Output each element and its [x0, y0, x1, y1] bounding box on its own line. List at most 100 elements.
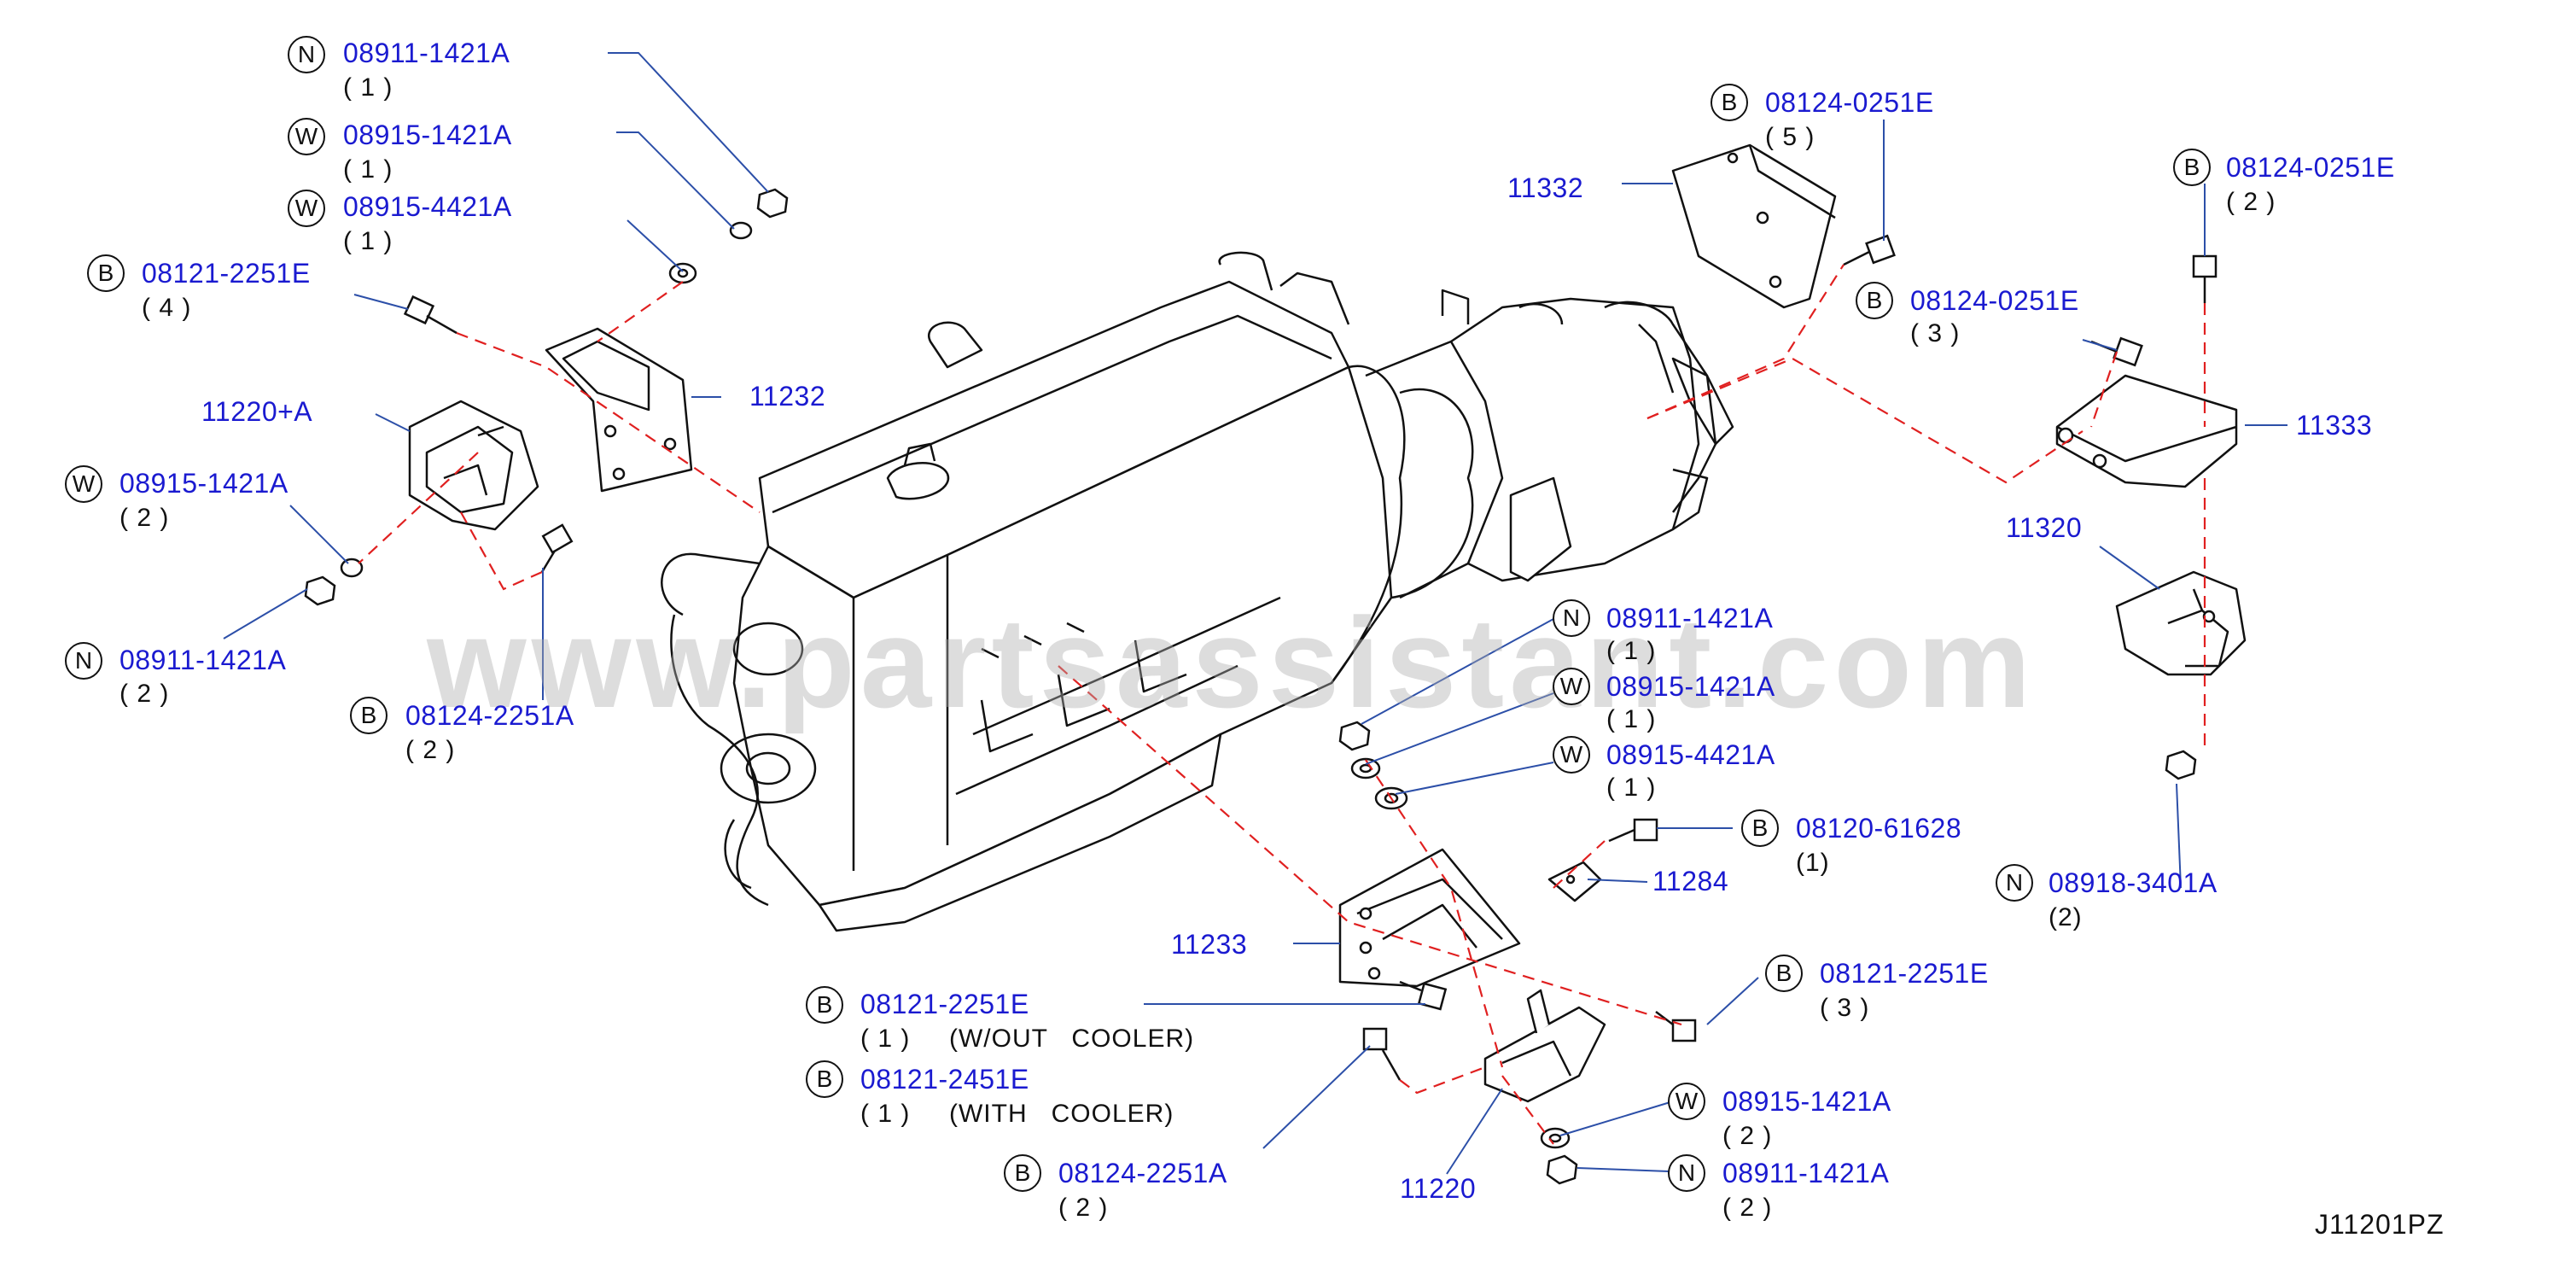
quantity: ( 1 ) — [343, 73, 393, 102]
bolt-symbol-icon: B — [1004, 1154, 1041, 1192]
watermark: www.partsassistant.com — [427, 591, 2037, 734]
quantity: ( 5 ) — [1765, 123, 1815, 151]
cooler-note: (W/OUT COOLER) — [949, 1025, 1195, 1053]
part-number: 08124-0251E — [1765, 87, 1934, 118]
part-number: 08911-1421A — [343, 38, 510, 68]
part-number: 08911-1421A — [119, 645, 287, 675]
bolt-symbol-icon: B — [806, 986, 843, 1024]
bolt-symbol-icon: B — [806, 1060, 843, 1098]
bolt-08124-0251E-5 — [1843, 234, 1896, 266]
nut-08911-1421A-top — [756, 188, 789, 219]
quantity: ( 2 ) — [2226, 188, 2276, 216]
insulator-11220A — [408, 400, 539, 531]
quantity: ( 2 ) — [119, 504, 170, 532]
part-number: 08121-2251E — [860, 989, 1029, 1019]
insulator-11320 — [2115, 570, 2247, 676]
part-number: 08124-2251A — [1058, 1158, 1227, 1188]
bolt-symbol-icon: B — [2173, 149, 2211, 186]
washer-08915-1421A-top — [729, 221, 753, 240]
part-number: 08124-0251E — [1910, 285, 2079, 316]
quantity: ( 2 ) — [1722, 1194, 1773, 1222]
bolt-08121-2251E-3 — [1655, 1011, 1697, 1042]
part-label-11220: 11220 — [1400, 1173, 1477, 1204]
bracket-11333 — [2055, 374, 2238, 488]
bolt-symbol-icon: B — [1711, 84, 1748, 121]
bolt-08121-2251E-left — [403, 295, 458, 335]
part-number: 08915-4421A — [343, 191, 512, 222]
part-label-11220A: 11220+A — [201, 396, 313, 427]
nut-symbol-icon: N — [1996, 864, 2033, 902]
leader-lines — [223, 52, 2288, 1175]
quantity: ( 1 ) — [1606, 774, 1657, 802]
quantity: ( 3 ) — [1820, 994, 1870, 1022]
part-label-11284: 11284 — [1652, 866, 1729, 896]
nut-symbol-icon: N — [1668, 1154, 1705, 1192]
part-number: 08915-1421A — [119, 468, 288, 499]
quantity: ( 1 ) — [343, 155, 393, 184]
washer-symbol-icon: W — [288, 118, 325, 155]
quantity: ( 2 ) — [1722, 1122, 1773, 1150]
bolt-08124-0251E-2 — [2192, 254, 2218, 303]
bracket-11233 — [1338, 848, 1521, 988]
part-number: 08915-1421A — [1606, 671, 1775, 702]
washer-symbol-icon: W — [65, 465, 102, 503]
quantity: ( 1 ) — [1606, 705, 1657, 733]
part-label-11232: 11232 — [749, 381, 826, 412]
part-label-11333: 11333 — [2296, 410, 2373, 441]
quantity: (1) — [1796, 849, 1830, 877]
nut-08911-1421A-bottom — [1546, 1154, 1578, 1185]
bolt-symbol-icon: B — [1765, 955, 1803, 992]
washer-symbol-icon: W — [1553, 736, 1590, 774]
washer-symbol-icon: W — [288, 190, 325, 227]
mount-parts — [408, 143, 2247, 1103]
bolt-08124-2251A-left — [540, 523, 574, 573]
assembly-lines — [358, 264, 2206, 1145]
bolt-08121-2251E-1 — [1399, 980, 1448, 1011]
quantity: ( 3 ) — [1910, 319, 1961, 347]
part-number: 08120-61628 — [1796, 813, 1962, 844]
nut-symbol-icon: N — [1553, 599, 1590, 637]
quantity: ( 4 ) — [142, 294, 192, 322]
bolt-08124-2251A-right — [1362, 1027, 1402, 1081]
bolt-symbol-icon: B — [1856, 282, 1893, 319]
washer-symbol-icon: W — [1553, 668, 1590, 705]
fasteners — [304, 188, 2218, 1185]
nut-08918-3401A — [2165, 750, 2197, 780]
quantity: (2) — [2049, 903, 2083, 931]
cooler-note: (WITH COOLER) — [949, 1100, 1174, 1128]
part-label-11320: 11320 — [2006, 512, 2083, 543]
quantity: ( 2 ) — [405, 736, 456, 764]
diagram-code: J11201PZ — [2315, 1209, 2445, 1240]
quantity: ( 1 ) — [343, 227, 393, 255]
part-label-11233: 11233 — [1171, 929, 1248, 960]
bolt-symbol-icon: B — [350, 697, 388, 734]
part-number: 08915-1421A — [1722, 1086, 1891, 1117]
bolt-symbol-icon: B — [87, 254, 125, 292]
part-number: 08124-0251E — [2226, 152, 2395, 183]
part-number: 08121-2251E — [1820, 958, 1989, 989]
quantity: ( 1 ) — [1606, 637, 1657, 665]
bolt-08120-61628 — [1608, 818, 1658, 843]
part-number: 08918-3401A — [2049, 867, 2218, 898]
washer-symbol-icon: W — [1668, 1083, 1705, 1120]
bracket-11332 — [1671, 143, 1837, 309]
washer-08915-1421A-left — [340, 558, 364, 578]
part-number: 08915-4421A — [1606, 739, 1775, 770]
bracket-11232 — [545, 327, 693, 493]
insulator-11220 — [1483, 989, 1606, 1103]
part-number: 08124-2251A — [405, 700, 574, 731]
part-label-11332: 11332 — [1507, 172, 1584, 203]
bolt-symbol-icon: B — [1741, 809, 1779, 847]
nut-symbol-icon: N — [65, 642, 102, 680]
quantity: ( 2 ) — [1058, 1194, 1109, 1222]
part-number: 08121-2451E — [860, 1064, 1029, 1095]
part-number: 08911-1421A — [1606, 603, 1774, 634]
nut-symbol-icon: N — [288, 36, 325, 73]
quantity: ( 1 ) — [860, 1025, 911, 1053]
part-number: 08915-1421A — [343, 120, 512, 150]
part-number: 08121-2251E — [142, 258, 311, 289]
quantity: ( 2 ) — [119, 680, 170, 708]
engine-assembly — [661, 251, 1734, 932]
nut-08911-1421A-left — [304, 575, 336, 606]
